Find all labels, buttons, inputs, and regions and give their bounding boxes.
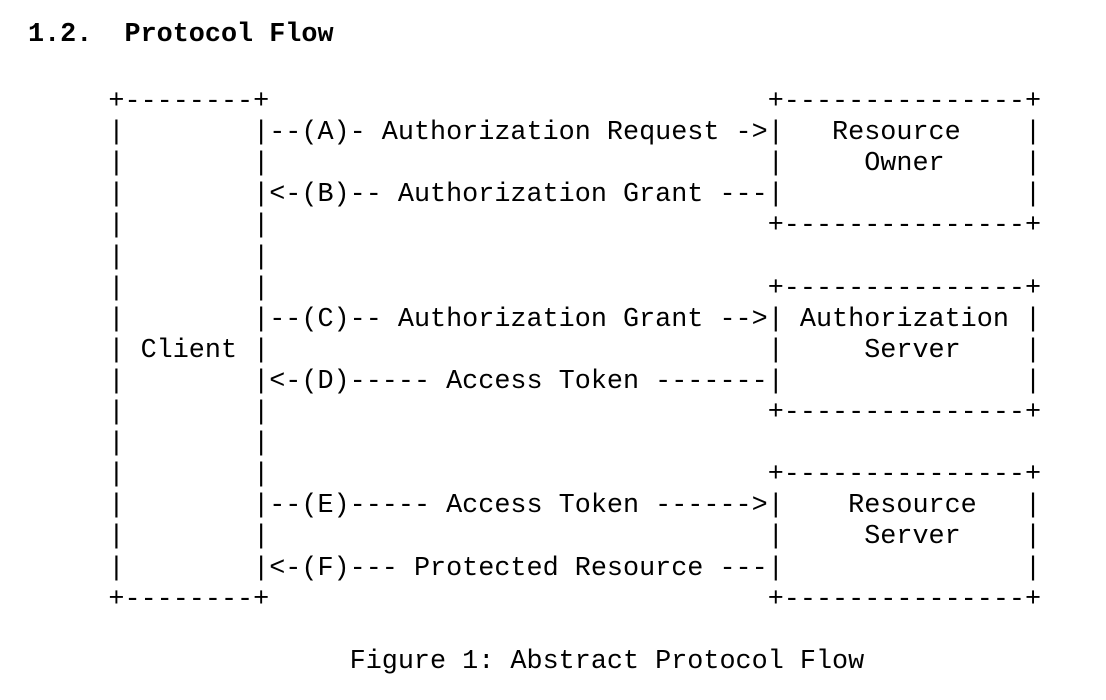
protocol-flow-diagram: +--------+ +---------------+ | |--(A)- A… [108,87,1042,615]
section-number: 1.2. [28,20,93,50]
document-page: 1.2. Protocol Flow +--------+ +----------… [28,20,1106,677]
figure-caption: Figure 1: Abstract Protocol Flow [349,646,865,677]
section-heading: 1.2. Protocol Flow [28,20,1106,51]
section-title: Protocol Flow [124,20,334,50]
